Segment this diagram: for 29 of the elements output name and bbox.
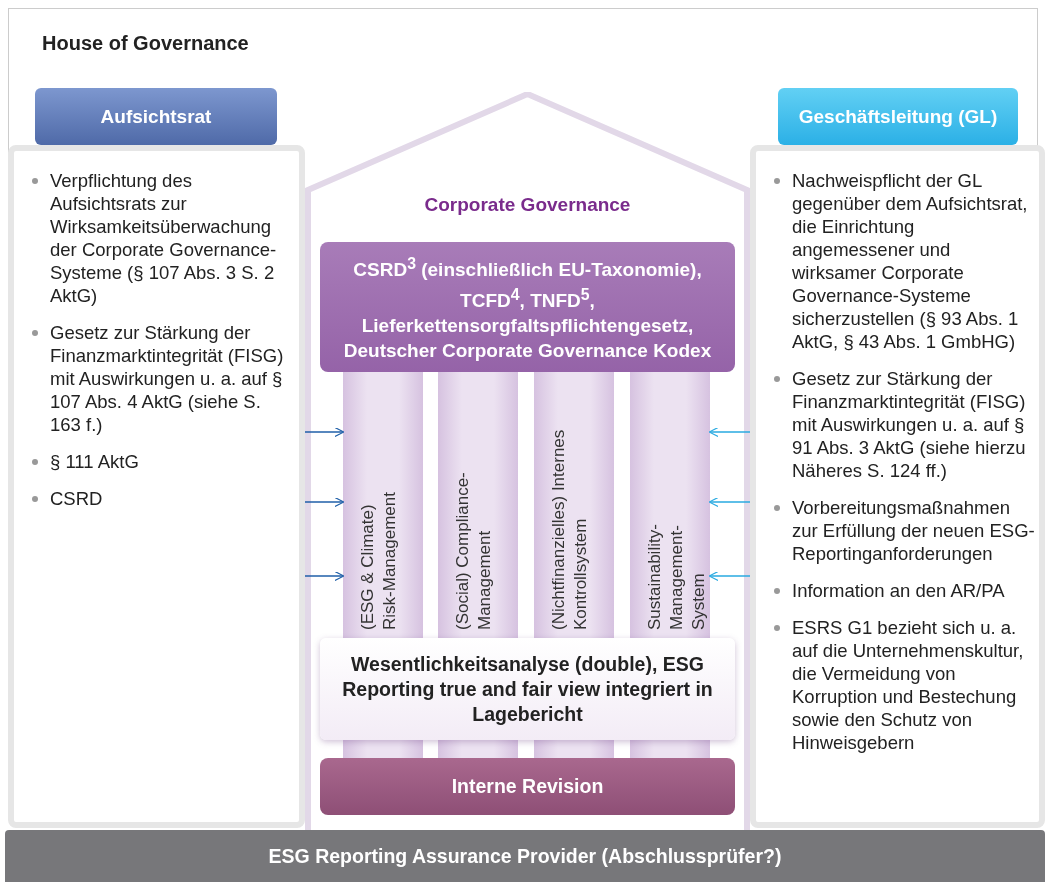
bottom-bar: ESG Reporting Assurance Provider (Abschlussprüfer?) (5, 830, 1045, 882)
roof-box: CSRD$^{3}$ (einschließlich EU-Taxonomie), TCFD$^{4}$, TNFD$^{5}$, Lieferkettensorgfaltspflichtengesetz, Deutscher Corporate Governance Kodex (320, 242, 735, 372)
house-heading: Corporate Governance (423, 194, 632, 216)
revision-box: Interne Revision (320, 758, 735, 815)
header-label: Geschäftsleitung (GL) (778, 88, 1018, 145)
arrow (708, 496, 751, 508)
side-panel (8, 145, 305, 828)
bullet-text: ESRS G1 bezieht sich u. a. auf die Unternehmenskultur, die Vermeidung von Korruption und Bestechung sowie den Schutz von Hinweisgebern (770, 616, 1035, 754)
bullet-text: Vorbereitungsmaßnahmen zur Erfüllung der neuen ESG-Reportinganforderungen (770, 496, 1035, 565)
bullet-text: § 111 AktG (28, 450, 295, 473)
arrow (304, 570, 345, 582)
bullet-text: Nachweispflicht der GL gegenüber dem Aufsichtsrat, die Einrichtung angemessener und wirksamer Corporate Governance-Systeme sicherzustellen (§ 93 Abs. 1 AktG, § 43 Abs. 1 GmbHG) (770, 169, 1035, 353)
bullet-text: CSRD (28, 487, 295, 510)
side-panel (750, 145, 1045, 828)
pillar-text: (Social) Compliance-Management (452, 471, 495, 630)
bullet-text: Gesetz zur Stärkung der Finanzmarktintegrität (FISG) mit Auswirkungen u. a. auf § 91 Abs. 3 AktG (siehe hierzu Näheres S. 124 ff.) (770, 367, 1035, 482)
bullet-text: Verpflichtung des Aufsichtsrats zur Wirksamkeitsüberwachung der Corporate Governance-Systeme (§ 107 Abs. 3 S. 2 AktG) (28, 169, 295, 307)
arrow (304, 426, 345, 438)
bullet-text: Information an den AR/PA (770, 579, 1035, 602)
pillar-text: (ESG & Climate) Risk-Management (357, 491, 400, 630)
bullet-text: Gesetz zur Stärkung der Finanzmarktintegrität (FISG) mit Auswirkungen u. a. auf § 107 Abs. 4 AktG (siehe S. 163 f.) (28, 321, 295, 436)
arrow (708, 426, 751, 438)
arrow (708, 570, 751, 582)
diagram-title: House of Governance (42, 32, 249, 55)
base-box: Wesentlichkeitsanalyse (double), ESG Reporting true and fair view integriert in Lagebericht (320, 638, 735, 740)
pillar-text: (Nichtfinanzielles) Internes Kontrollsystem (548, 428, 591, 630)
pillar-text: Sustainability-Management-System (644, 523, 709, 630)
arrow (304, 496, 345, 508)
header-label: Aufsichtsrat (35, 88, 277, 145)
